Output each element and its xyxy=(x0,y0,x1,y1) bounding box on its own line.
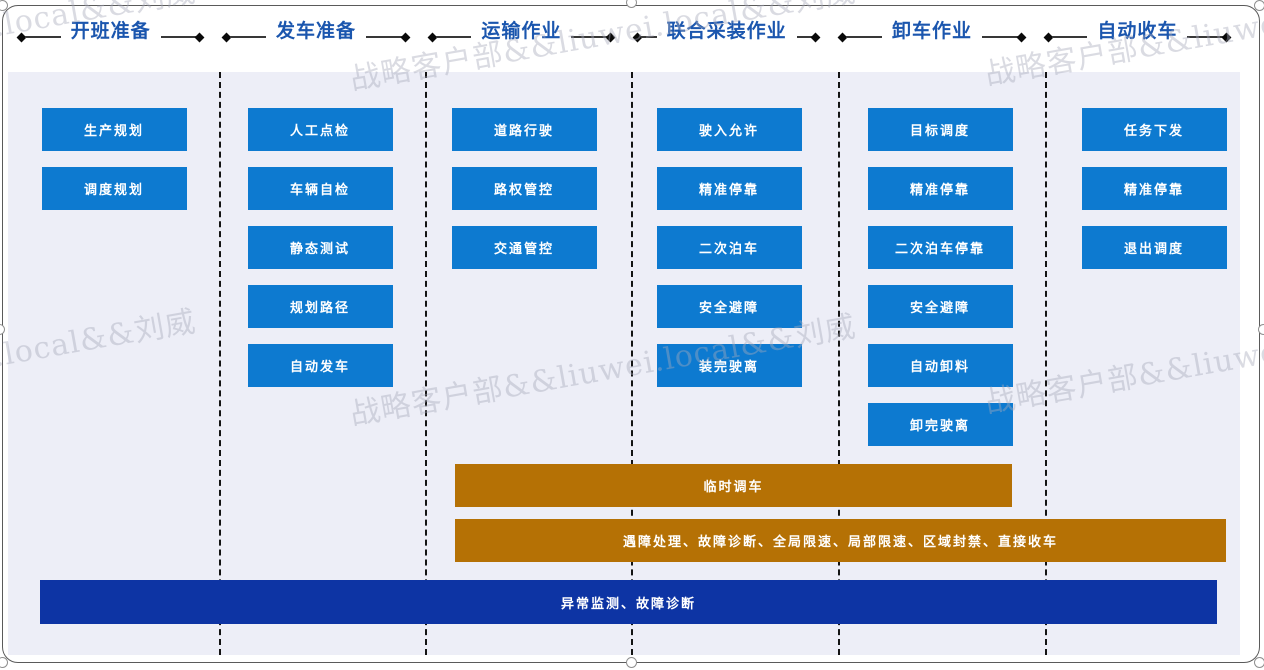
process-box[interactable]: 自动卸料 xyxy=(867,344,1013,387)
process-box[interactable]: 安全避障 xyxy=(867,285,1013,328)
stage-header[interactable]: 联合采装作业 xyxy=(624,12,829,46)
header-line xyxy=(366,36,402,38)
stage-column: 生产规划调度规划 xyxy=(41,108,187,210)
stage-header[interactable]: 卸车作业 xyxy=(829,12,1034,46)
header-line xyxy=(796,36,813,38)
selection-handle-right-middle[interactable] xyxy=(1258,324,1264,335)
selection-handle-top-center[interactable] xyxy=(626,0,637,8)
process-box[interactable]: 二次泊车停靠 xyxy=(867,226,1013,269)
process-box[interactable]: 交通管控 xyxy=(451,226,597,269)
process-box[interactable]: 精准停靠 xyxy=(656,167,802,210)
header-line xyxy=(640,36,657,38)
process-box[interactable]: 精准停靠 xyxy=(1081,167,1227,210)
stage-column: 任务下发精准停靠退出调度 xyxy=(1081,108,1227,269)
process-box[interactable]: 生产规划 xyxy=(41,108,187,151)
temporary-dispatch-bar[interactable]: 临时调车 xyxy=(455,464,1012,507)
column-divider xyxy=(425,72,427,655)
process-box[interactable]: 驶入允许 xyxy=(656,108,802,151)
process-header-row: 开班准备 发车准备 运输作业 联合采装作业 卸车作业 自动收车 xyxy=(8,12,1240,46)
stage-title: 自动收车 xyxy=(1097,20,1178,42)
process-box[interactable]: 车辆自检 xyxy=(247,167,393,210)
process-box[interactable]: 规划路径 xyxy=(247,285,393,328)
stage-column: 驶入允许精准停靠二次泊车安全避障装完驶离 xyxy=(656,108,802,387)
diamond-marker-icon xyxy=(1016,32,1027,42)
process-box[interactable]: 安全避障 xyxy=(656,285,802,328)
process-box[interactable]: 调度规划 xyxy=(41,167,187,210)
column-divider xyxy=(1045,72,1047,655)
header-line xyxy=(571,36,607,38)
header-line xyxy=(435,36,472,38)
stage-title: 发车准备 xyxy=(275,20,356,42)
diamond-marker-icon xyxy=(605,32,616,42)
header-line xyxy=(846,36,882,38)
stage-title: 运输作业 xyxy=(481,20,562,42)
header-line xyxy=(160,36,197,38)
selection-handle-top-right[interactable] xyxy=(1254,0,1264,11)
process-box[interactable]: 目标调度 xyxy=(867,108,1013,151)
selection-handle-left-middle[interactable] xyxy=(0,324,5,335)
header-line xyxy=(230,36,266,38)
selection-handle-bottom-left[interactable] xyxy=(0,657,8,668)
diamond-marker-icon xyxy=(1221,32,1232,42)
process-box[interactable]: 路权管控 xyxy=(451,167,597,210)
header-line xyxy=(1187,36,1223,38)
column-divider xyxy=(631,72,633,655)
process-box[interactable]: 人工点检 xyxy=(247,108,393,151)
stage-header[interactable]: 运输作业 xyxy=(419,12,624,46)
process-box[interactable]: 退出调度 xyxy=(1081,226,1227,269)
selection-handle-bottom-right[interactable] xyxy=(1254,657,1264,668)
process-box[interactable]: 道路行驶 xyxy=(451,108,597,151)
process-box[interactable]: 自动发车 xyxy=(247,344,393,387)
stage-column: 道路行驶路权管控交通管控 xyxy=(451,108,597,269)
process-panel: 生产规划调度规划人工点检车辆自检静态测试规划路径自动发车道路行驶路权管控交通管控… xyxy=(8,72,1240,655)
stage-title: 开班准备 xyxy=(70,20,151,42)
stage-title: 卸车作业 xyxy=(891,20,972,42)
selection-handle-bottom-center[interactable] xyxy=(626,657,637,668)
header-line xyxy=(25,36,61,38)
selection-handle-top-left[interactable] xyxy=(0,0,8,11)
stage-column: 人工点检车辆自检静态测试规划路径自动发车 xyxy=(247,108,393,387)
diamond-marker-icon xyxy=(810,32,821,42)
stage-header[interactable]: 开班准备 xyxy=(8,12,213,46)
stage-column: 目标调度精准停靠二次泊车停靠安全避障自动卸料卸完驶离 xyxy=(867,108,1013,446)
column-divider xyxy=(838,72,840,655)
stage-header[interactable]: 自动收车 xyxy=(1035,12,1240,46)
exception-handling-bar[interactable]: 遇障处理、故障诊断、全局限速、局部限速、区域封禁、直接收车 xyxy=(455,519,1226,562)
diamond-marker-icon xyxy=(194,32,205,42)
header-line xyxy=(982,36,1018,38)
diamond-marker-icon xyxy=(400,32,411,42)
process-box[interactable]: 卸完驶离 xyxy=(867,403,1013,446)
process-box[interactable]: 任务下发 xyxy=(1081,108,1227,151)
column-divider xyxy=(219,72,221,655)
stage-title: 联合采装作业 xyxy=(666,20,787,42)
process-box[interactable]: 二次泊车 xyxy=(656,226,802,269)
process-box[interactable]: 静态测试 xyxy=(247,226,393,269)
header-line xyxy=(1051,36,1088,38)
process-box[interactable]: 精准停靠 xyxy=(867,167,1013,210)
process-box[interactable]: 装完驶离 xyxy=(656,344,802,387)
stage-header[interactable]: 发车准备 xyxy=(213,12,418,46)
anomaly-monitoring-bar[interactable]: 异常监测、故障诊断 xyxy=(40,580,1217,624)
